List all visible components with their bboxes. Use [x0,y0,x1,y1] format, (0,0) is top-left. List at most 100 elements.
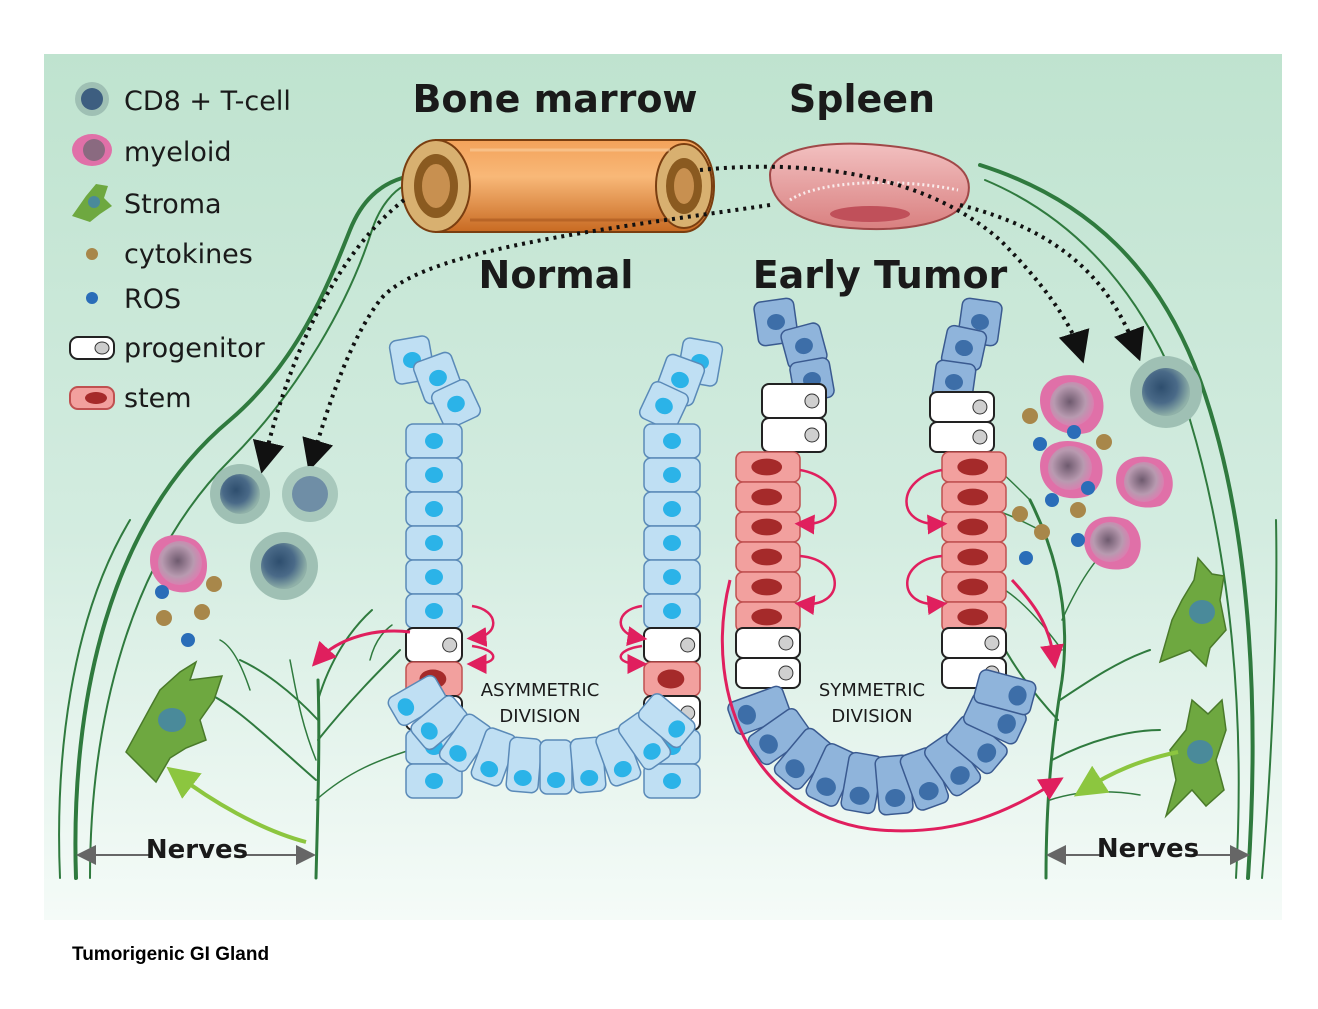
normal-left-cell-6 [405,627,463,663]
tumor-bottom-cell-8 [945,715,1008,775]
normal-left-cell-5 [405,593,463,629]
normal-bottom-cell-2 [438,713,493,773]
asymmetric-label-2: DIVISION [499,706,580,727]
tumor-right-top-1 [940,324,988,372]
tumor-right-prog-cell-1 [929,421,995,453]
legend-item-stroma: Stroma [72,184,222,222]
normal-bottom-cell-8 [617,711,672,771]
legend-label-progenitor: progenitor [124,333,266,364]
tumor-right-prog-cell-0 [929,391,995,423]
bone-marrow-title: Bone marrow [412,77,697,121]
nerve-right [978,163,1278,880]
division-arrows [311,468,1064,833]
normal-right-cell-1 [643,457,701,493]
normal-right-cell-0 [643,423,701,459]
tumor-left-stem-cell-0 [735,451,801,483]
tcell-4 [1130,356,1202,428]
legend-label-ros: ROS [124,284,181,315]
spleen-illustration [768,142,970,231]
tumor-left-top-1 [780,322,828,370]
normal-title: Normal [479,253,634,297]
left-immune-cluster [125,464,338,784]
tumor-bottom-cell-4 [840,751,884,815]
normal-left-cell-2 [405,491,463,527]
legend-item-cytokines: cytokines [86,239,253,270]
normal-right-cell-2 [643,491,701,527]
symmetric-label-1: SYMMETRIC [819,680,925,701]
green-signal-arrow-right [1073,750,1179,797]
tumor-left-stem-cell-1 [735,481,801,513]
stroma-cell-left [125,660,224,784]
legend-item-myeloid: myeloid [72,134,232,168]
figure-caption: Tumorigenic GI Gland [72,944,270,965]
tcell-2 [282,466,338,522]
legend-item-progenitor: progenitor [69,333,266,364]
tumor-right-stem-cell-0 [941,451,1007,483]
legend-item-stem: stem [69,383,192,414]
tumor-left-prog2-cell-0 [735,627,801,659]
normal-left-cell-1 [405,457,463,493]
normal-bottom-cell-5 [539,739,573,795]
myeloid-cell-r3 [1116,456,1173,508]
tumor-right-stem-cell-1 [941,481,1007,513]
nerves-bracket-right: Nerves [1046,834,1250,865]
normal-right-cell-5 [643,593,701,629]
right-immune-cluster [1012,356,1227,819]
bone-marrow-illustration [401,139,715,233]
spleen-title: Spleen [789,77,935,121]
stroma-cell-r1 [1158,556,1227,668]
symmetric-label-2: DIVISION [831,706,912,727]
tcell-1 [210,464,270,524]
normal-bottom-cell-3 [470,727,517,787]
tumor-left-stem-cell-4 [735,571,801,603]
tumor-bottom-cell-2 [773,727,833,790]
early-tumor-title: Early Tumor [753,253,1008,297]
legend: CD8 + T-cell myeloid Stroma cytokines RO… [69,82,291,414]
normal-right-cell-3 [643,525,701,561]
nerves-bracket-left: Nerves [76,835,316,865]
migration-arrows [252,164,1145,474]
normal-bottom-cell-9 [637,693,696,749]
normal-right-cell-10 [643,763,701,799]
normal-right-cell-6 [643,627,701,663]
normal-left-cell-4 [405,559,463,595]
normal-bottom-cell-1 [410,695,469,751]
nerve-left [58,176,411,880]
normal-right-cell-7 [643,661,701,697]
cytokine-icon [86,248,98,260]
legend-label-cytokines: cytokines [124,239,253,270]
normal-left-cell-3 [405,525,463,561]
legend-label-stem: stem [124,383,192,414]
normal-right-cell-4 [643,559,701,595]
legend-label-tcell: CD8 + T-cell [124,86,291,117]
myeloid-cell-left [150,535,208,593]
nerves-label-right: Nerves [1097,834,1199,864]
normal-left-top-2 [430,378,482,430]
normal-bottom-cell-4 [505,736,543,794]
nerves-label-left: Nerves [146,835,248,865]
tumor-bottom-cell-10 [973,669,1037,716]
tumor-right-prog2-cell-0 [941,627,1007,659]
normal-left-cell-0 [405,423,463,459]
tumor-left-stem-cell-5 [735,601,801,633]
crypt-group [387,297,1037,816]
myeloid-cell-r1 [1040,375,1104,435]
myeloid-cell-r4 [1084,516,1141,570]
tumor-right-stem-cell-2 [941,511,1007,543]
stroma-cell-r2 [1164,698,1227,819]
tumor-left-prog-cell-1 [761,417,827,453]
tumor-right-stem-cell-3 [941,541,1007,573]
tumor-right-stem-cell-4 [941,571,1007,603]
asymmetric-label-1: ASYMMETRIC [481,680,600,701]
legend-label-stroma: Stroma [124,189,222,220]
tumor-left-stem-cell-3 [735,541,801,573]
tcell-3 [250,532,318,600]
normal-left-cell-10 [405,763,463,799]
normal-bottom-cell-6 [569,736,607,794]
legend-item-tcell: CD8 + T-cell [75,82,291,117]
normal-right-top-2 [638,380,690,432]
green-signal-arrow-left [166,766,307,844]
legend-item-ros: ROS [86,284,181,315]
